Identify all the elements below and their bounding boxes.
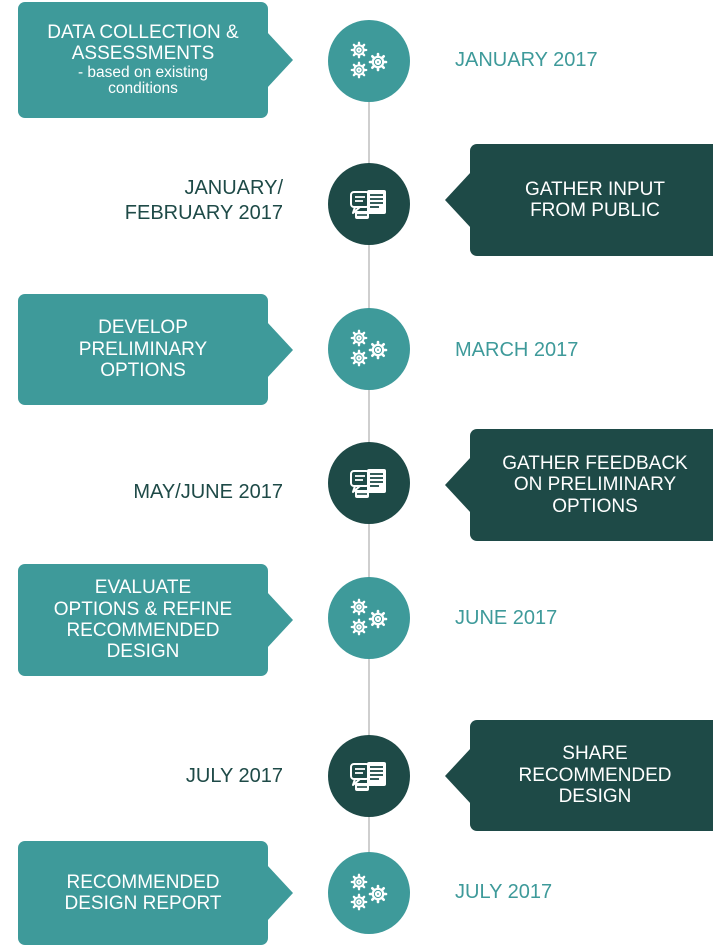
step-5-gears-icon <box>328 577 410 659</box>
step-6-chat-icon <box>328 735 410 817</box>
step-1-gears-icon <box>328 20 410 102</box>
step-7-date: JULY 2017 <box>455 881 553 903</box>
step-1-box: DATA COLLECTION & ASSESSMENTS - based on… <box>18 2 293 118</box>
step-3-arrow <box>267 321 293 378</box>
step-3-label: DEVELOP PRELIMINARY OPTIONS <box>78 317 208 382</box>
step-2-arrow <box>445 172 471 228</box>
step-3-gears-icon <box>328 308 410 390</box>
step-1-date: JANUARY 2017 <box>455 49 598 71</box>
step-6-box: SHARE RECOMMENDED DESIGN <box>445 720 713 831</box>
step-2-chat-icon <box>328 163 410 245</box>
step-7-arrow <box>267 865 293 921</box>
step-3-box: DEVELOP PRELIMINARY OPTIONS <box>18 294 293 405</box>
step-2-label: GATHER INPUT FROM PUBLIC <box>524 178 666 221</box>
step-2-box: GATHER INPUT FROM PUBLIC <box>445 144 713 256</box>
step-1-label: DATA COLLECTION & ASSESSMENTS <box>47 21 239 65</box>
step-1-arrow <box>267 32 293 88</box>
step-6-arrow <box>445 747 471 804</box>
step-5-label: EVALUATE OPTIONS & REFINE RECOMMENDED DE… <box>53 577 233 663</box>
step-5-date: JUNE 2017 <box>455 607 558 629</box>
step-5-box: EVALUATE OPTIONS & REFINE RECOMMENDED DE… <box>18 564 293 676</box>
step-4-chat-icon <box>328 442 410 524</box>
step-4-label: GATHER FEEDBACK ON PRELIMINARY OPTIONS <box>502 452 688 517</box>
step-7-gears-icon <box>328 852 410 934</box>
step-7-box: RECOMMENDED DESIGN REPORT <box>18 841 293 945</box>
step-4-date: MAY/JUNE 2017 <box>133 481 283 503</box>
step-5-arrow <box>267 592 293 648</box>
step-3-date: MARCH 2017 <box>455 339 579 361</box>
step-4-arrow <box>445 457 471 513</box>
step-7-label: RECOMMENDED DESIGN REPORT <box>64 871 222 914</box>
step-6-label: SHARE RECOMMENDED DESIGN <box>518 743 672 808</box>
step-1-sublabel: - based on existing conditions <box>77 63 209 98</box>
step-2-date: JANUARY/ FEBRUARY 2017 <box>124 177 283 224</box>
step-4-box: GATHER FEEDBACK ON PRELIMINARY OPTIONS <box>445 429 713 541</box>
step-6-date: JULY 2017 <box>185 765 283 787</box>
